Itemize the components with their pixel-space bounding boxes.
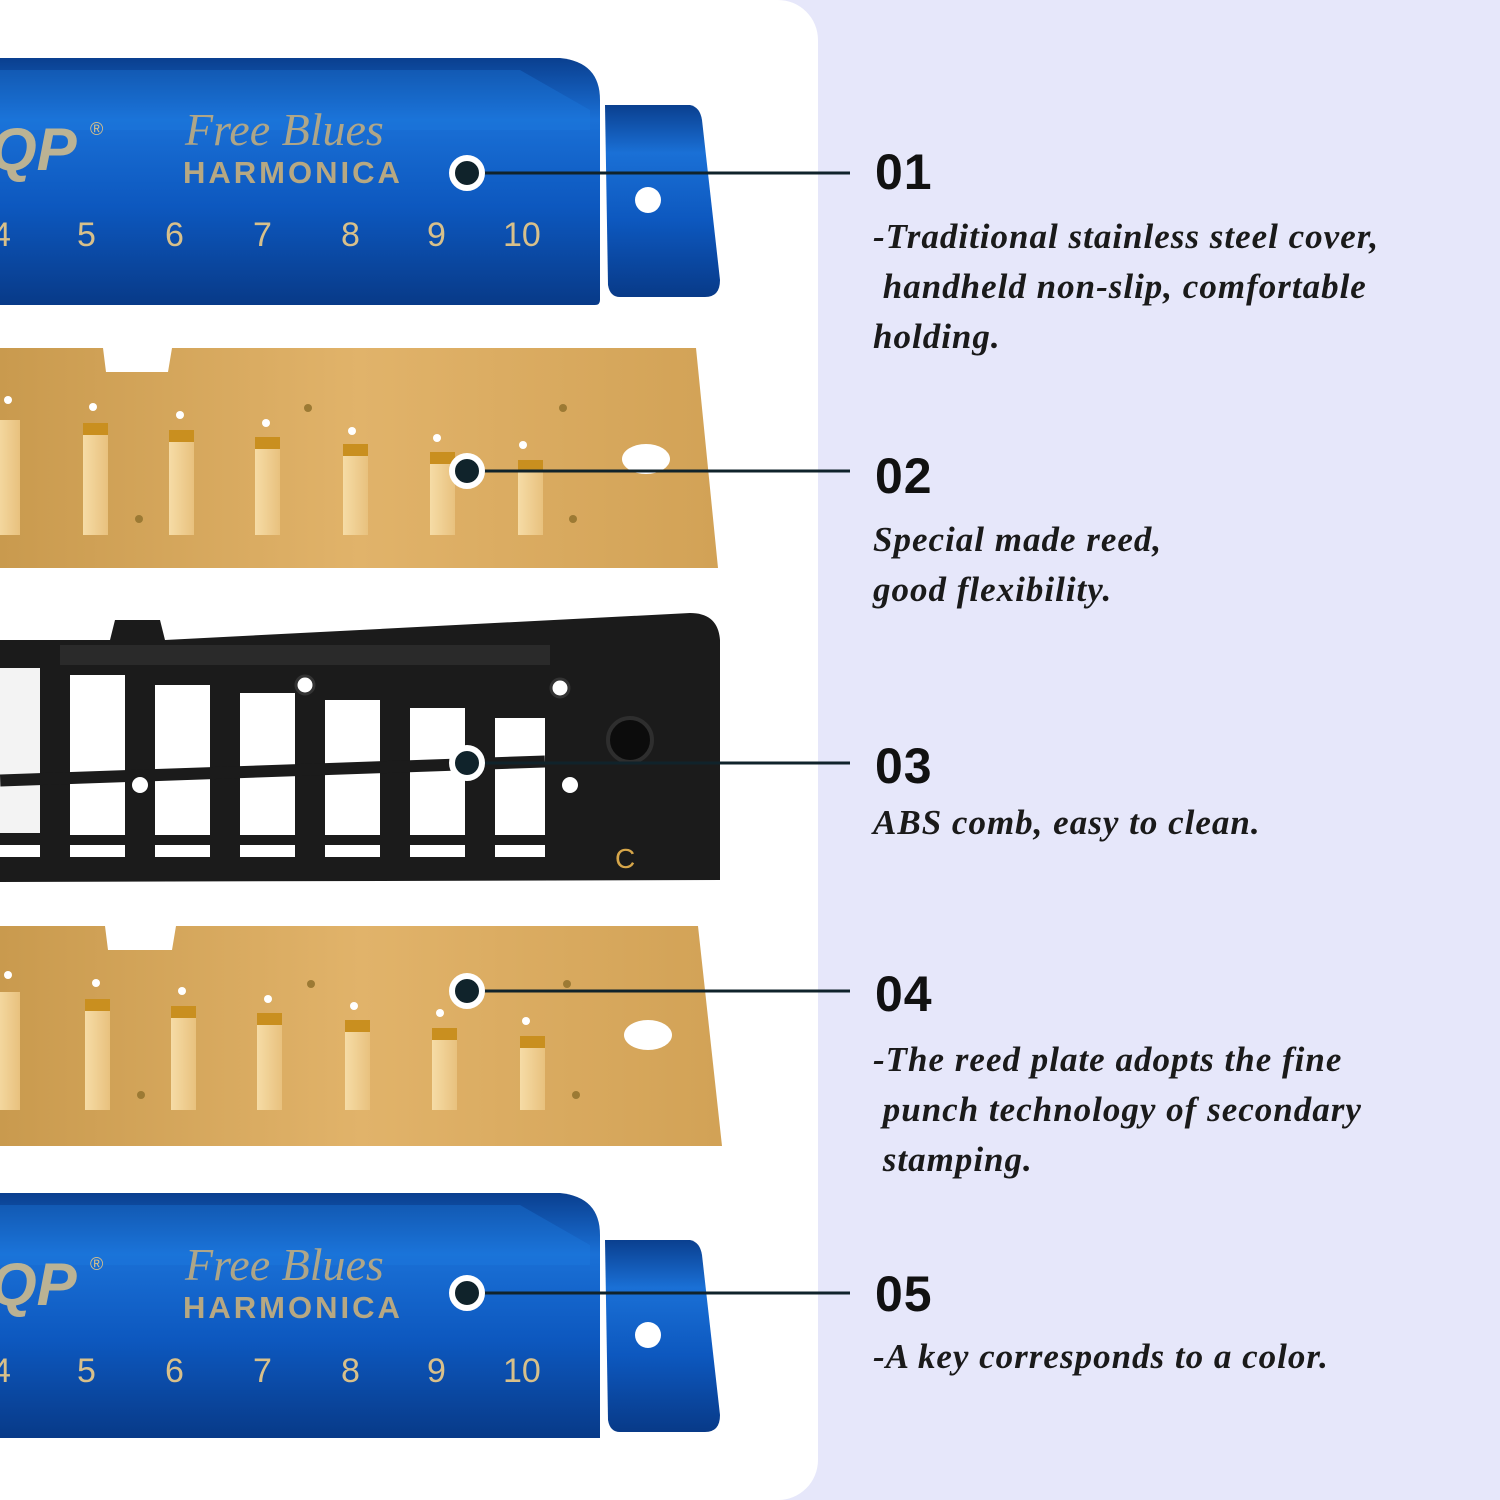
callout-desc-04-line-1: -The reed plate adopts the fine — [873, 1040, 1343, 1079]
cover-bottom-hole-7: 7 — [253, 1352, 272, 1390]
callout-number-05: 05 — [875, 1266, 933, 1322]
cover-top-hole-5: 5 — [77, 216, 96, 254]
cover-bottom-registered: ® — [90, 1254, 103, 1274]
leader-dot-02 — [449, 453, 485, 489]
cover-top-hole-4: 4 — [0, 216, 11, 254]
cover-top-hole-10: 10 — [503, 216, 541, 254]
callout-desc-01-line-1: -Traditional stainless steel cover, — [873, 217, 1380, 256]
cover-bottom-model: HARMONICA — [183, 1290, 403, 1325]
cover-top — [0, 58, 720, 305]
callout-desc-01: -Traditional stainless steel cover, hand… — [873, 212, 1473, 362]
cover-top-hole-7: 7 — [253, 216, 272, 254]
callout-dots — [449, 155, 485, 1311]
reed-plate-top — [0, 348, 718, 568]
cover-top-hole-9: 9 — [427, 216, 446, 254]
callout-desc-03-line-1: ABS comb, easy to clean. — [873, 803, 1261, 842]
callout-desc-05-line-1: -A key corresponds to a color. — [873, 1337, 1329, 1376]
cover-top-hole-6: 6 — [165, 216, 184, 254]
cover-top-logo: QP — [0, 116, 78, 183]
callout-desc-02-line-1: Special made reed, — [873, 520, 1163, 559]
callout-desc-04: -The reed plate adopts the fine punch te… — [873, 1035, 1473, 1185]
callout-desc-04-line-3: stamping. — [873, 1140, 1033, 1179]
reed-plate-bottom — [0, 926, 722, 1146]
callout-number-04: 04 — [875, 966, 933, 1022]
callout-desc-01-line-3: holding. — [873, 317, 1001, 356]
cover-bottom-script: Free Blues — [184, 1239, 384, 1290]
callout-desc-03: ABS comb, easy to clean. — [873, 798, 1473, 848]
cover-top-registered: ® — [90, 119, 103, 139]
callout-number-02: 02 — [875, 448, 933, 504]
leader-dot-04 — [449, 973, 485, 1009]
cover-bottom-hole-10: 10 — [503, 1352, 541, 1390]
comb-key-letter: C — [615, 843, 635, 874]
cover-top-hole-8: 8 — [341, 216, 360, 254]
leader-dot-03 — [449, 745, 485, 781]
cover-top-script: Free Blues — [184, 104, 384, 155]
cover-bottom — [0, 1193, 720, 1438]
callout-desc-01-line-2: handheld non-slip, comfortable — [873, 267, 1367, 306]
cover-bottom-logo: QP — [0, 1251, 78, 1318]
cover-bottom-hole-6: 6 — [165, 1352, 184, 1390]
callout-desc-05: -A key corresponds to a color. — [873, 1332, 1473, 1382]
callout-desc-04-line-2: punch technology of secondary — [873, 1090, 1362, 1129]
callout-desc-02: Special made reed, good flexibility. — [873, 515, 1473, 615]
cover-bottom-text: QP ® Free Blues HARMONICA 4 5 6 7 8 9 10 — [0, 1239, 541, 1390]
cover-bottom-hole-5: 5 — [77, 1352, 96, 1390]
leader-dot-05 — [449, 1275, 485, 1311]
callout-number-03: 03 — [875, 738, 933, 794]
callout-desc-02-line-2: good flexibility. — [873, 570, 1113, 609]
cover-bottom-hole-4: 4 — [0, 1352, 11, 1390]
callout-leaders — [467, 171, 850, 1295]
cover-bottom-hole-9: 9 — [427, 1352, 446, 1390]
cover-bottom-hole-8: 8 — [341, 1352, 360, 1390]
leader-dot-01 — [449, 155, 485, 191]
comb: C — [0, 613, 720, 882]
cover-top-model: HARMONICA — [183, 155, 403, 190]
callout-number-01: 01 — [875, 144, 933, 200]
cover-top-text: QP ® Free Blues HARMONICA 4 5 6 7 8 9 10 — [0, 104, 541, 254]
